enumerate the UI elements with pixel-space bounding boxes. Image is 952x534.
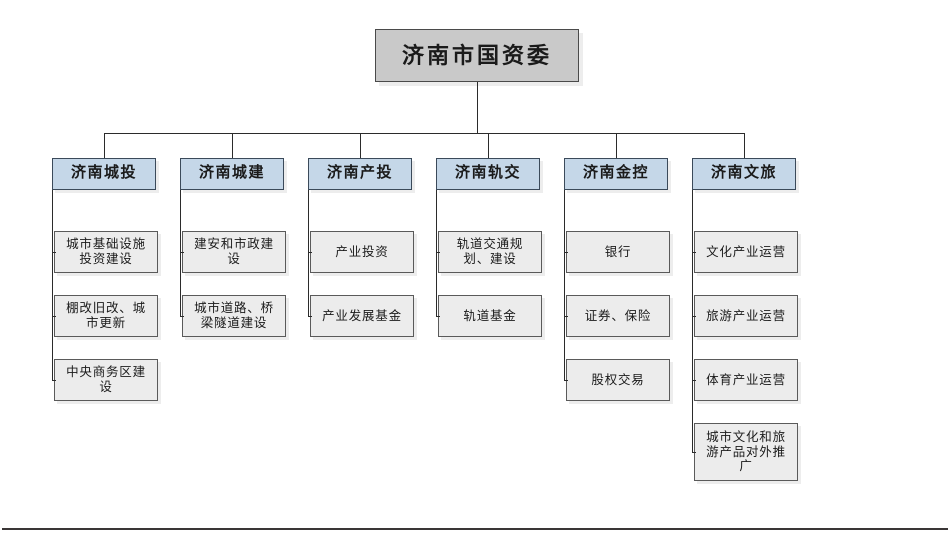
root-stem-connector xyxy=(477,82,478,134)
leaf-node-label: 城市道路、桥梁隧道建设 xyxy=(194,301,274,330)
unit-node-label: 济南城建 xyxy=(198,165,265,182)
leaf-node-label: 股权交易 xyxy=(591,372,645,387)
leaf-elbow-connector xyxy=(180,252,184,253)
leaf-node-label: 建安和市政建设 xyxy=(194,237,274,266)
leaf-elbow-connector xyxy=(436,252,440,253)
unit-node-label: 济南轨交 xyxy=(454,165,521,182)
leaf-elbow-connector xyxy=(52,252,56,253)
leaf-node-4-2[interactable]: 轨道基金 xyxy=(438,295,542,337)
unit-drop-connector xyxy=(616,133,617,158)
leaf-elbow-connector xyxy=(692,316,696,317)
leaf-node-label: 文化产业运营 xyxy=(706,244,786,259)
unit-drop-connector xyxy=(232,133,233,158)
leaf-node-2-1[interactable]: 建安和市政建设 xyxy=(182,231,286,273)
unit-drop-connector xyxy=(744,133,745,158)
leaf-node-6-3[interactable]: 体育产业运营 xyxy=(694,359,798,401)
leaf-elbow-connector xyxy=(308,252,312,253)
leaf-node-label: 体育产业运营 xyxy=(706,372,786,387)
unit-node-label: 济南城投 xyxy=(70,165,137,182)
leaf-node-label: 轨道基金 xyxy=(463,308,517,323)
leaf-node-label: 中央商务区建设 xyxy=(66,365,146,394)
leaf-node-1-2[interactable]: 棚改旧改、城市更新 xyxy=(54,295,158,337)
leaf-elbow-connector xyxy=(436,316,440,317)
leaf-elbow-connector xyxy=(692,252,696,253)
unit-node-6[interactable]: 济南文旅 xyxy=(692,158,796,190)
root-node-label: 济南市国资委 xyxy=(401,42,552,68)
unit-drop-connector xyxy=(104,133,105,158)
leaf-elbow-connector xyxy=(52,316,56,317)
leaf-elbow-connector xyxy=(52,380,56,381)
unit-node-label: 济南产投 xyxy=(326,165,393,182)
leaf-node-3-1[interactable]: 产业投资 xyxy=(310,231,414,273)
unit-spine-connector xyxy=(308,190,309,316)
unit-drop-connector xyxy=(360,133,361,158)
leaf-node-2-2[interactable]: 城市道路、桥梁隧道建设 xyxy=(182,295,286,337)
root-node-guozhiwei: 济南市国资委 xyxy=(375,29,579,82)
horizontal-bus-connector xyxy=(104,133,744,134)
leaf-elbow-connector xyxy=(564,252,568,253)
leaf-node-5-3[interactable]: 股权交易 xyxy=(566,359,670,401)
unit-node-2[interactable]: 济南城建 xyxy=(180,158,284,190)
leaf-node-6-1[interactable]: 文化产业运营 xyxy=(694,231,798,273)
leaf-node-5-1[interactable]: 银行 xyxy=(566,231,670,273)
leaf-node-label: 城市文化和旅游产品对外推广 xyxy=(706,429,786,474)
leaf-node-label: 产业投资 xyxy=(335,244,389,259)
unit-spine-connector xyxy=(564,190,565,380)
leaf-node-label: 棚改旧改、城市更新 xyxy=(66,301,146,330)
leaf-node-label: 轨道交通规划、建设 xyxy=(456,237,524,266)
leaf-node-4-1[interactable]: 轨道交通规划、建设 xyxy=(438,231,542,273)
unit-node-label: 济南文旅 xyxy=(710,165,777,182)
leaf-elbow-connector xyxy=(692,380,696,381)
leaf-node-label: 产业发展基金 xyxy=(322,308,402,323)
unit-spine-connector xyxy=(436,190,437,316)
unit-drop-connector xyxy=(488,133,489,158)
unit-node-3[interactable]: 济南产投 xyxy=(308,158,412,190)
leaf-node-1-3[interactable]: 中央商务区建设 xyxy=(54,359,158,401)
unit-node-5[interactable]: 济南金控 xyxy=(564,158,668,190)
leaf-node-label: 城市基础设施投资建设 xyxy=(66,237,146,266)
unit-node-1[interactable]: 济南城投 xyxy=(52,158,156,190)
leaf-node-label: 银行 xyxy=(604,244,632,259)
unit-spine-connector xyxy=(692,190,693,452)
leaf-node-label: 证券、保险 xyxy=(584,308,652,323)
leaf-node-3-2[interactable]: 产业发展基金 xyxy=(310,295,414,337)
leaf-elbow-connector xyxy=(308,316,312,317)
leaf-elbow-connector xyxy=(564,380,568,381)
unit-node-label: 济南金控 xyxy=(582,165,649,182)
leaf-elbow-connector xyxy=(692,452,696,453)
leaf-node-label: 旅游产业运营 xyxy=(706,308,786,323)
leaf-node-6-2[interactable]: 旅游产业运营 xyxy=(694,295,798,337)
bottom-divider-rule xyxy=(2,528,948,530)
unit-node-4[interactable]: 济南轨交 xyxy=(436,158,540,190)
leaf-elbow-connector xyxy=(180,316,184,317)
leaf-node-5-2[interactable]: 证券、保险 xyxy=(566,295,670,337)
leaf-node-6-4[interactable]: 城市文化和旅游产品对外推广 xyxy=(694,423,798,481)
leaf-elbow-connector xyxy=(564,316,568,317)
unit-spine-connector xyxy=(52,190,53,380)
leaf-node-1-1[interactable]: 城市基础设施投资建设 xyxy=(54,231,158,273)
unit-spine-connector xyxy=(180,190,181,316)
